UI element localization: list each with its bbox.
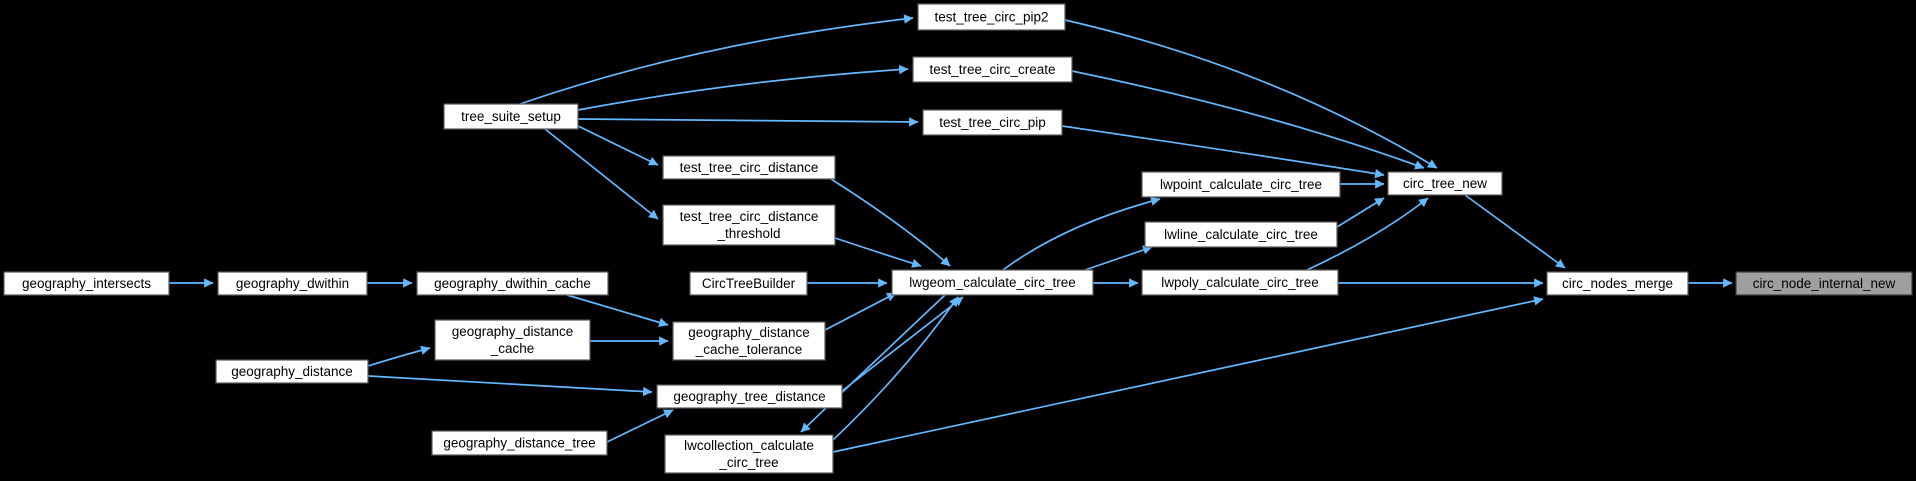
node-lwpoly_calculate_circ_tree[interactable]: lwpoly_calculate_circ_tree — [1141, 269, 1339, 296]
node-test_tree_circ_distance_threshold[interactable]: test_tree_circ_distance_threshold — [662, 204, 836, 246]
node-geography_dwithin_cache[interactable]: geography_dwithin_cache — [416, 271, 609, 296]
node-circ_tree_new[interactable]: circ_tree_new — [1387, 171, 1503, 196]
node-label-test_tree_circ_create: test_tree_circ_create — [929, 62, 1055, 77]
node-box-test_tree_circ_pip2[interactable] — [917, 3, 1066, 31]
node-box-geography_distance[interactable] — [215, 359, 369, 384]
node-box-lwgeom_calculate_circ_tree[interactable] — [891, 269, 1094, 296]
node-geography_intersects[interactable]: geography_intersects — [3, 271, 170, 296]
edge-lwcollection_calculate_circ_tree-to-circ_nodes_merge — [832, 296, 1544, 453]
node-label-circ_node_internal_new: circ_node_internal_new — [1753, 276, 1896, 291]
node-label-test_tree_circ_distance: test_tree_circ_distance — [680, 160, 819, 175]
node-CircTreeBuilder[interactable]: CircTreeBuilder — [689, 271, 808, 296]
edge-lwcollection_calculate_circ_tree-to-lwgeom_calculate_circ_tree — [832, 296, 959, 441]
node-label-lwcollection_calculate_circ_tree: lwcollection_calculate_circ_tree — [684, 438, 814, 470]
node-label-geography_dwithin_cache: geography_dwithin_cache — [434, 276, 591, 291]
node-box-tree_suite_setup[interactable] — [443, 103, 579, 130]
node-label-circ_nodes_merge: circ_nodes_merge — [1562, 276, 1673, 291]
edge-lwline_calculate_circ_tree-to-circ_tree_new — [1336, 197, 1385, 228]
edge-test_tree_circ_pip-to-circ_tree_new — [1061, 125, 1385, 179]
node-geography_distance[interactable]: geography_distance — [215, 359, 369, 384]
edge-test_tree_circ_distance-to-lwgeom_calculate_circ_tree — [830, 178, 951, 267]
node-label-geography_distance: geography_distance — [231, 364, 353, 379]
node-box-geography_intersects[interactable] — [3, 271, 170, 296]
node-lwpoint_calculate_circ_tree[interactable]: lwpoint_calculate_circ_tree — [1141, 171, 1341, 198]
edge-tree_suite_setup-to-test_tree_circ_distance_threshold — [544, 128, 659, 220]
node-tree_suite_setup[interactable]: tree_suite_setup — [443, 103, 579, 130]
node-box-geography_distance_cache_tolerance[interactable] — [672, 321, 826, 361]
edge-geography_distance_tree-to-geography_tree_distance — [606, 409, 674, 443]
node-test_tree_circ_create[interactable]: test_tree_circ_create — [912, 56, 1073, 83]
node-test_tree_circ_distance[interactable]: test_tree_circ_distance — [662, 155, 836, 180]
edge-lwgeom_calculate_circ_tree-to-lwline_calculate_circ_tree — [1084, 245, 1153, 271]
node-box-circ_node_internal_new — [1735, 271, 1913, 296]
node-box-lwpoint_calculate_circ_tree[interactable] — [1141, 171, 1341, 198]
node-label-geography_distance_cache_tolerance: geography_distance_cache_tolerance — [688, 325, 810, 357]
node-label-geography_dwithin: geography_dwithin — [236, 276, 349, 291]
node-box-test_tree_circ_create[interactable] — [912, 56, 1073, 83]
node-geography_dwithin[interactable]: geography_dwithin — [217, 271, 368, 296]
node-label-CircTreeBuilder: CircTreeBuilder — [702, 276, 796, 291]
node-test_tree_circ_pip2[interactable]: test_tree_circ_pip2 — [917, 3, 1066, 31]
node-box-geography_tree_distance[interactable] — [656, 384, 843, 409]
node-lwline_calculate_circ_tree[interactable]: lwline_calculate_circ_tree — [1144, 221, 1338, 248]
edge-test_tree_circ_distance_threshold-to-lwgeom_calculate_circ_tree — [834, 237, 922, 268]
edge-lwgeom_calculate_circ_tree-to-lwcollection_calculate_circ_tree — [800, 294, 946, 433]
edge-circ_tree_new-to-circ_nodes_merge — [1464, 194, 1566, 269]
edge-geography_distance-to-geography_tree_distance — [367, 375, 653, 397]
node-label-circ_tree_new: circ_tree_new — [1403, 176, 1487, 191]
node-label-geography_intersects: geography_intersects — [22, 276, 151, 291]
node-label-lwgeom_calculate_circ_tree: lwgeom_calculate_circ_tree — [909, 275, 1076, 290]
node-label-geography_distance_tree: geography_distance_tree — [443, 436, 595, 451]
node-label-geography_tree_distance: geography_tree_distance — [673, 389, 825, 404]
node-box-test_tree_circ_distance[interactable] — [662, 155, 836, 180]
node-box-geography_dwithin[interactable] — [217, 271, 368, 296]
node-geography_distance_tree[interactable]: geography_distance_tree — [431, 430, 608, 456]
node-box-lwpoly_calculate_circ_tree[interactable] — [1141, 269, 1339, 296]
edge-tree_suite_setup-to-test_tree_circ_pip2 — [519, 14, 914, 105]
node-label-lwpoint_calculate_circ_tree: lwpoint_calculate_circ_tree — [1160, 177, 1322, 192]
node-box-lwline_calculate_circ_tree[interactable] — [1144, 221, 1338, 248]
edge-test_tree_circ_pip2-to-circ_tree_new — [1064, 19, 1438, 169]
node-lwgeom_calculate_circ_tree[interactable]: lwgeom_calculate_circ_tree — [891, 269, 1094, 296]
edge-geography_distance_cache_tolerance-to-lwgeom_calculate_circ_tree — [824, 292, 897, 331]
node-box-geography_distance_cache[interactable] — [434, 319, 591, 361]
node-box-lwcollection_calculate_circ_tree[interactable] — [664, 434, 834, 474]
edge-test_tree_circ_create-to-circ_tree_new — [1071, 70, 1425, 170]
node-circ_node_internal_new: circ_node_internal_new — [1735, 271, 1913, 296]
node-box-test_tree_circ_pip[interactable] — [922, 109, 1063, 136]
node-label-test_tree_circ_pip2: test_tree_circ_pip2 — [934, 10, 1048, 25]
node-geography_distance_cache[interactable]: geography_distance_cache — [434, 319, 591, 361]
node-geography_tree_distance[interactable]: geography_tree_distance — [656, 384, 843, 409]
edge-tree_suite_setup-to-test_tree_circ_create — [577, 64, 909, 111]
node-geography_distance_cache_tolerance[interactable]: geography_distance_cache_tolerance — [672, 321, 826, 361]
node-label-geography_distance_cache: geography_distance_cache — [452, 324, 574, 356]
edge-geography_distance-to-geography_distance_cache — [367, 345, 431, 367]
node-label-test_tree_circ_distance_threshold: test_tree_circ_distance_threshold — [680, 209, 819, 241]
node-label-lwline_calculate_circ_tree: lwline_calculate_circ_tree — [1164, 227, 1318, 242]
edge-geography_tree_distance-to-lwgeom_calculate_circ_tree — [841, 296, 964, 392]
node-label-test_tree_circ_pip: test_tree_circ_pip — [939, 115, 1046, 130]
edge-tree_suite_setup-to-test_tree_circ_distance — [577, 125, 659, 166]
node-label-tree_suite_setup: tree_suite_setup — [461, 109, 561, 124]
edge-lwpoly_calculate_circ_tree-to-circ_tree_new — [1306, 197, 1429, 271]
edge-lwgeom_calculate_circ_tree-to-lwpoint_calculate_circ_tree — [1002, 196, 1161, 271]
node-box-circ_nodes_merge[interactable] — [1546, 271, 1689, 296]
node-box-geography_dwithin_cache[interactable] — [416, 271, 609, 296]
node-box-test_tree_circ_distance_threshold[interactable] — [662, 204, 836, 246]
node-lwcollection_calculate_circ_tree[interactable]: lwcollection_calculate_circ_tree — [664, 434, 834, 474]
node-circ_nodes_merge[interactable]: circ_nodes_merge — [1546, 271, 1689, 296]
node-box-CircTreeBuilder[interactable] — [689, 271, 808, 296]
edge-geography_dwithin_cache-to-geography_distance_cache_tolerance — [566, 294, 669, 327]
edge-tree_suite_setup-to-test_tree_circ_pip — [577, 117, 919, 127]
node-box-circ_tree_new[interactable] — [1387, 171, 1503, 196]
node-test_tree_circ_pip[interactable]: test_tree_circ_pip — [922, 109, 1063, 136]
node-label-lwpoly_calculate_circ_tree: lwpoly_calculate_circ_tree — [1161, 275, 1319, 290]
node-box-geography_distance_tree[interactable] — [431, 430, 608, 456]
